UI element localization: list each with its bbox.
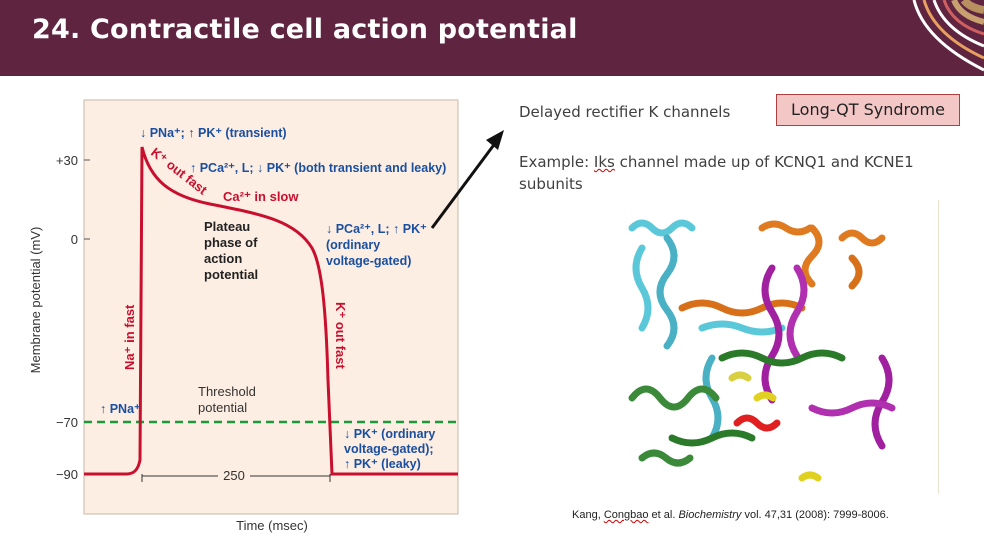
long-qt-badge: Long-QT Syndrome — [776, 94, 960, 126]
threshold-label-line2: potential — [198, 400, 247, 415]
plateau-label-1: Plateau — [204, 219, 250, 234]
annotation-right-1: ↓ PCa²⁺, L; ↑ PK⁺ — [326, 222, 427, 236]
plateau-label-4: potential — [204, 267, 258, 282]
example-iks: Iks — [593, 153, 615, 171]
pointer-arrow-icon — [430, 130, 504, 229]
y-tick-minus70: −70 — [56, 415, 78, 430]
y-tick-minus90: −90 — [56, 467, 78, 482]
annotation-right-2: (ordinary — [326, 238, 380, 252]
annotation-top: ↓ PNa⁺; ↑ PK⁺ (transient) — [140, 126, 287, 140]
y-tick-0: 0 — [71, 232, 78, 247]
annotation-bottom-1: ↓ PK⁺ (ordinary — [344, 427, 435, 441]
citation-middle: et al. — [648, 509, 679, 521]
y-tick-plus30: +30 — [56, 153, 78, 168]
annotation-ca: ↑ PCa²⁺, L; ↓ PK⁺ (both transient and le… — [190, 161, 446, 175]
divider-line — [938, 200, 939, 494]
y-axis-label: Membrane potential (mV) — [28, 227, 43, 374]
action-potential-curve — [84, 146, 458, 476]
citation-prefix: Kang, — [572, 509, 604, 521]
annotation-right-3: voltage-gated) — [326, 254, 411, 268]
citation-author: Congbao — [603, 509, 649, 521]
citation-journal: Biochemistry — [678, 509, 742, 521]
ca-in-slow-label: Ca²⁺ in slow — [223, 189, 299, 204]
slide-header: 24. Contractile cell action potential — [0, 0, 984, 76]
example-prefix: Example: — [519, 153, 594, 171]
annotation-bottom-3: ↑ PK⁺ (leaky) — [344, 457, 421, 471]
plot-area — [83, 99, 459, 515]
slide-title: 24. Contractile cell action potential — [32, 14, 578, 45]
k-out-fast-right-label: K⁺ out fast — [333, 302, 348, 369]
example-rest: channel made up of KCNQ1 and KCNE1 — [614, 153, 914, 171]
annotation-na-threshold: ↑ PNa⁺ — [100, 402, 141, 416]
action-potential-figure: +30 0 −70 −90 Membrane potential (mV) Ti… — [28, 99, 459, 533]
citation: Kang, Congbao et al. Biochemistry vol. 4… — [572, 509, 889, 521]
plateau-label-3: action — [204, 251, 242, 266]
example-line2: subunits — [519, 175, 583, 193]
citation-rest: vol. 47,31 (2008): 7999-8006. — [741, 509, 889, 521]
plateau-label-2: phase of — [204, 235, 258, 250]
example-text: Example: Iks channel made up of KCNQ1 an… — [519, 151, 959, 195]
scale-bar-label: 250 — [223, 468, 245, 483]
delayed-rectifier-text: Delayed rectifier K channels — [519, 103, 731, 121]
threshold-label-line1: Threshold — [198, 384, 256, 399]
corner-decoration-icon — [912, 0, 984, 72]
x-axis-label: Time (msec) — [236, 518, 308, 533]
kcnq1-kcne1-structure-image — [628, 219, 896, 482]
na-in-fast-label: Na⁺ in fast — [122, 304, 137, 370]
annotation-bottom-2: voltage-gated); — [344, 442, 434, 456]
